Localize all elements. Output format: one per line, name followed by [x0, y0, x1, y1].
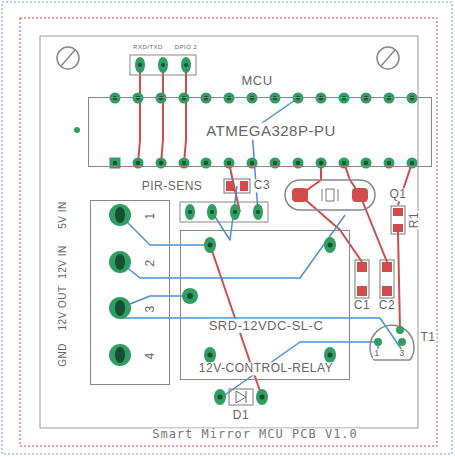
terminal-block: 1 2 3 4: [90, 200, 170, 385]
part-heading: MCU: [240, 74, 273, 88]
diode-symbol: [214, 389, 268, 405]
part-label: 2: [144, 258, 157, 267]
part-name: T1: [419, 331, 436, 344]
mcu-chip: MCUATMEGA328P-PU: [88, 97, 432, 167]
part-label: 1: [144, 211, 157, 220]
terminal-label: GND: [57, 342, 68, 368]
mounting-holes: [57, 47, 399, 69]
signal-name: RXD/TXD: [132, 44, 164, 51]
chip-pins: [74, 93, 418, 169]
terminal-label: 12V IN: [57, 244, 68, 280]
part-name: Q1: [388, 188, 407, 201]
part-label: SRD-12VDC-SL-C: [208, 319, 325, 333]
pin-number: 1: [373, 349, 381, 359]
part-name: PIR-SENS: [141, 180, 204, 193]
part-name: D1: [232, 409, 250, 422]
crystal: [285, 180, 375, 210]
part-name: C3: [253, 179, 271, 192]
terminal-label: 12V OUT: [57, 284, 68, 331]
relay-box: SRD-12VDC-SL-C 12V-CONTROL-RELAY: [180, 230, 350, 380]
pin-number: 3: [398, 349, 406, 359]
part-name: C2: [378, 299, 396, 312]
outer-frame: [2, 2, 452, 454]
part-label: 3: [144, 304, 157, 313]
part-name: R1: [408, 211, 421, 229]
board-outline: [40, 36, 418, 428]
smd-parts: [224, 179, 405, 298]
part-label: ATMEGA328P-PU: [205, 123, 337, 140]
board-caption: Smart Mirror MCU PCB V1.0: [151, 428, 359, 441]
terminal-label: 5V IN: [57, 200, 68, 230]
part-name: C1: [353, 299, 371, 312]
part-label: 12V-CONTROL-RELAY: [198, 362, 334, 375]
signal-name: DPIO 2: [174, 44, 199, 51]
part-label: 4: [144, 351, 157, 360]
top-traces: [138, 65, 412, 397]
board-edge: [20, 18, 437, 446]
transistor-symbol: [370, 325, 414, 360]
bottom-traces: [120, 98, 402, 397]
relay-pads: [204, 237, 336, 363]
terminal-screws: [109, 204, 198, 366]
